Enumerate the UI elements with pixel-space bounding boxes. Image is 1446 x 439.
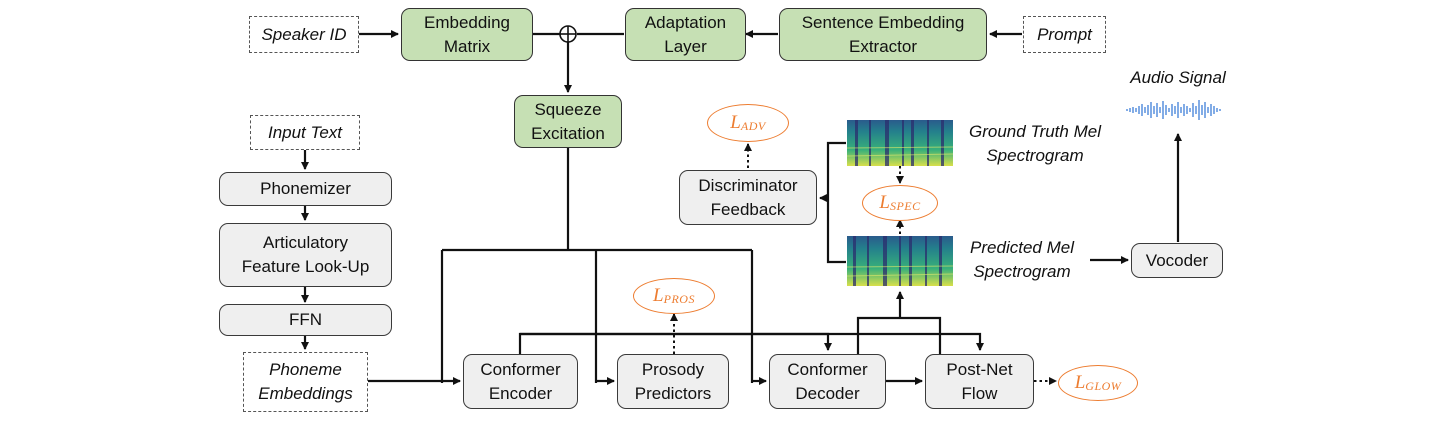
sentence-embedding-line1: Sentence Embedding [801, 12, 965, 32]
pros-loss-subscript: PROS [663, 291, 695, 306]
squeeze-excitation-line2: Excitation [531, 123, 605, 143]
discriminator-line1: Discriminator [698, 175, 798, 195]
ffn-box: FFN [219, 304, 392, 336]
prompt-input: Prompt [1023, 16, 1106, 53]
phonemizer-label: Phonemizer [260, 179, 351, 198]
articulatory-line1: Articulatory [262, 233, 349, 252]
vocoder-label: Vocoder [1145, 250, 1209, 270]
input-text-box: Input Text [250, 115, 360, 150]
audio-waveform-icon [1126, 100, 1221, 120]
sentence-embedding-extractor-box: Sentence Embedding Extractor [779, 8, 987, 61]
conformer-decoder-line1: Conformer [787, 359, 868, 379]
predicted-mel-line2: Spectrogram [973, 262, 1071, 281]
predicted-mel-line1: Predicted Mel [970, 238, 1074, 257]
squeeze-excitation-box: Squeeze Excitation [514, 95, 622, 148]
articulatory-feature-lookup-box: Articulatory Feature Look-Up [219, 223, 392, 287]
prosody-predictors-line1: Prosody [641, 359, 705, 379]
conformer-encoder-box: Conformer Encoder [463, 354, 578, 409]
ground-truth-mel-label: Ground Truth Mel Spectrogram [960, 120, 1110, 168]
pros-loss-symbol: L [653, 285, 664, 306]
sentence-embedding-line2: Extractor [848, 36, 918, 56]
glow-loss-subscript: GLOW [1085, 378, 1122, 393]
embedding-matrix-line1: Embedding [423, 12, 510, 32]
squeeze-excitation-line1: Squeeze [534, 99, 602, 119]
audio-signal-label: Audio Signal [1130, 68, 1226, 87]
ffn-label: FFN [288, 310, 323, 329]
adaptation-layer-line2: Layer [664, 36, 707, 56]
post-net-flow-line1: Post-Net [946, 359, 1013, 379]
ground-truth-mel-line1: Ground Truth Mel [969, 122, 1101, 141]
post-net-flow-line2: Flow [961, 383, 998, 403]
articulatory-line2: Feature Look-Up [241, 257, 370, 276]
phoneme-embeddings-line1: Phoneme [269, 360, 342, 379]
embedding-matrix-box: Embedding Matrix [401, 8, 533, 61]
ground-truth-mel-line2: Spectrogram [986, 146, 1084, 165]
conformer-decoder-box: Conformer Decoder [769, 354, 886, 409]
glow-loss-symbol: L [1074, 372, 1086, 393]
adaptation-layer-box: Adaptation Layer [625, 8, 746, 61]
vocoder-box: Vocoder [1131, 243, 1223, 278]
embedding-matrix-line2: Matrix [443, 36, 491, 56]
predicted-mel-label: Predicted Mel Spectrogram [956, 236, 1088, 284]
predicted-spectrogram-image [847, 236, 953, 286]
input-text-label: Input Text [267, 122, 343, 142]
speaker-id-input: Speaker ID [249, 16, 359, 53]
discriminator-line2: Feedback [710, 199, 786, 219]
conformer-decoder-line2: Decoder [795, 383, 860, 403]
post-net-flow-box: Post-Net Flow [925, 354, 1034, 409]
prosody-predictors-box: Prosody Predictors [617, 354, 729, 409]
ground-truth-spectrogram-image [847, 120, 953, 166]
conformer-encoder-line1: Conformer [480, 359, 561, 379]
adaptation-layer-line1: Adaptation [644, 12, 727, 32]
prosody-predictors-line2: Predictors [634, 383, 712, 403]
phonemizer-box: Phonemizer [219, 172, 392, 206]
discriminator-feedback-box: Discriminator Feedback [679, 170, 817, 225]
phoneme-embeddings-line2: Embeddings [258, 384, 353, 403]
prompt-label: Prompt [1037, 24, 1092, 44]
adv-loss-subscript: ADV [740, 118, 766, 133]
phoneme-embeddings-box: Phoneme Embeddings [243, 352, 368, 412]
speaker-id-label: Speaker ID [261, 24, 347, 44]
conformer-encoder-line2: Encoder [488, 383, 553, 403]
spec-loss-symbol: L [879, 192, 890, 213]
adv-loss-symbol: L [730, 112, 741, 133]
spec-loss-subscript: SPEC [889, 198, 921, 213]
